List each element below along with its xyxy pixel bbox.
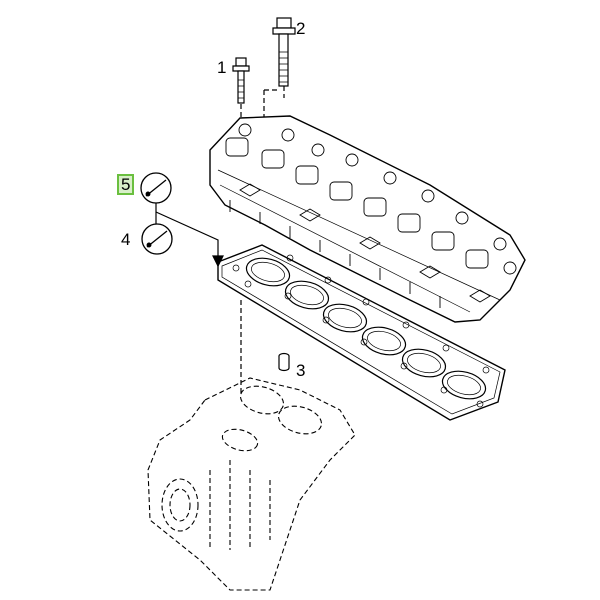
callout-4: 4 [121,230,131,249]
tightening-arrow-line [155,211,219,262]
torque-gauge-icon [140,172,172,204]
cylinder-head[interactable] [209,115,526,323]
bolt-1[interactable] [232,57,250,104]
engine-block [147,377,356,591]
callout-1: 1 [217,58,227,77]
torque-gauge-icon [141,223,173,255]
bolt-2[interactable] [272,17,296,87]
head-gasket[interactable] [217,244,506,421]
arrow-head-icon [212,255,224,268]
callout-3: 3 [296,361,306,380]
dowel-pin-3[interactable] [278,352,290,372]
callout-2: 2 [296,19,306,38]
callout-5-highlighted[interactable]: 5 [116,174,135,195]
